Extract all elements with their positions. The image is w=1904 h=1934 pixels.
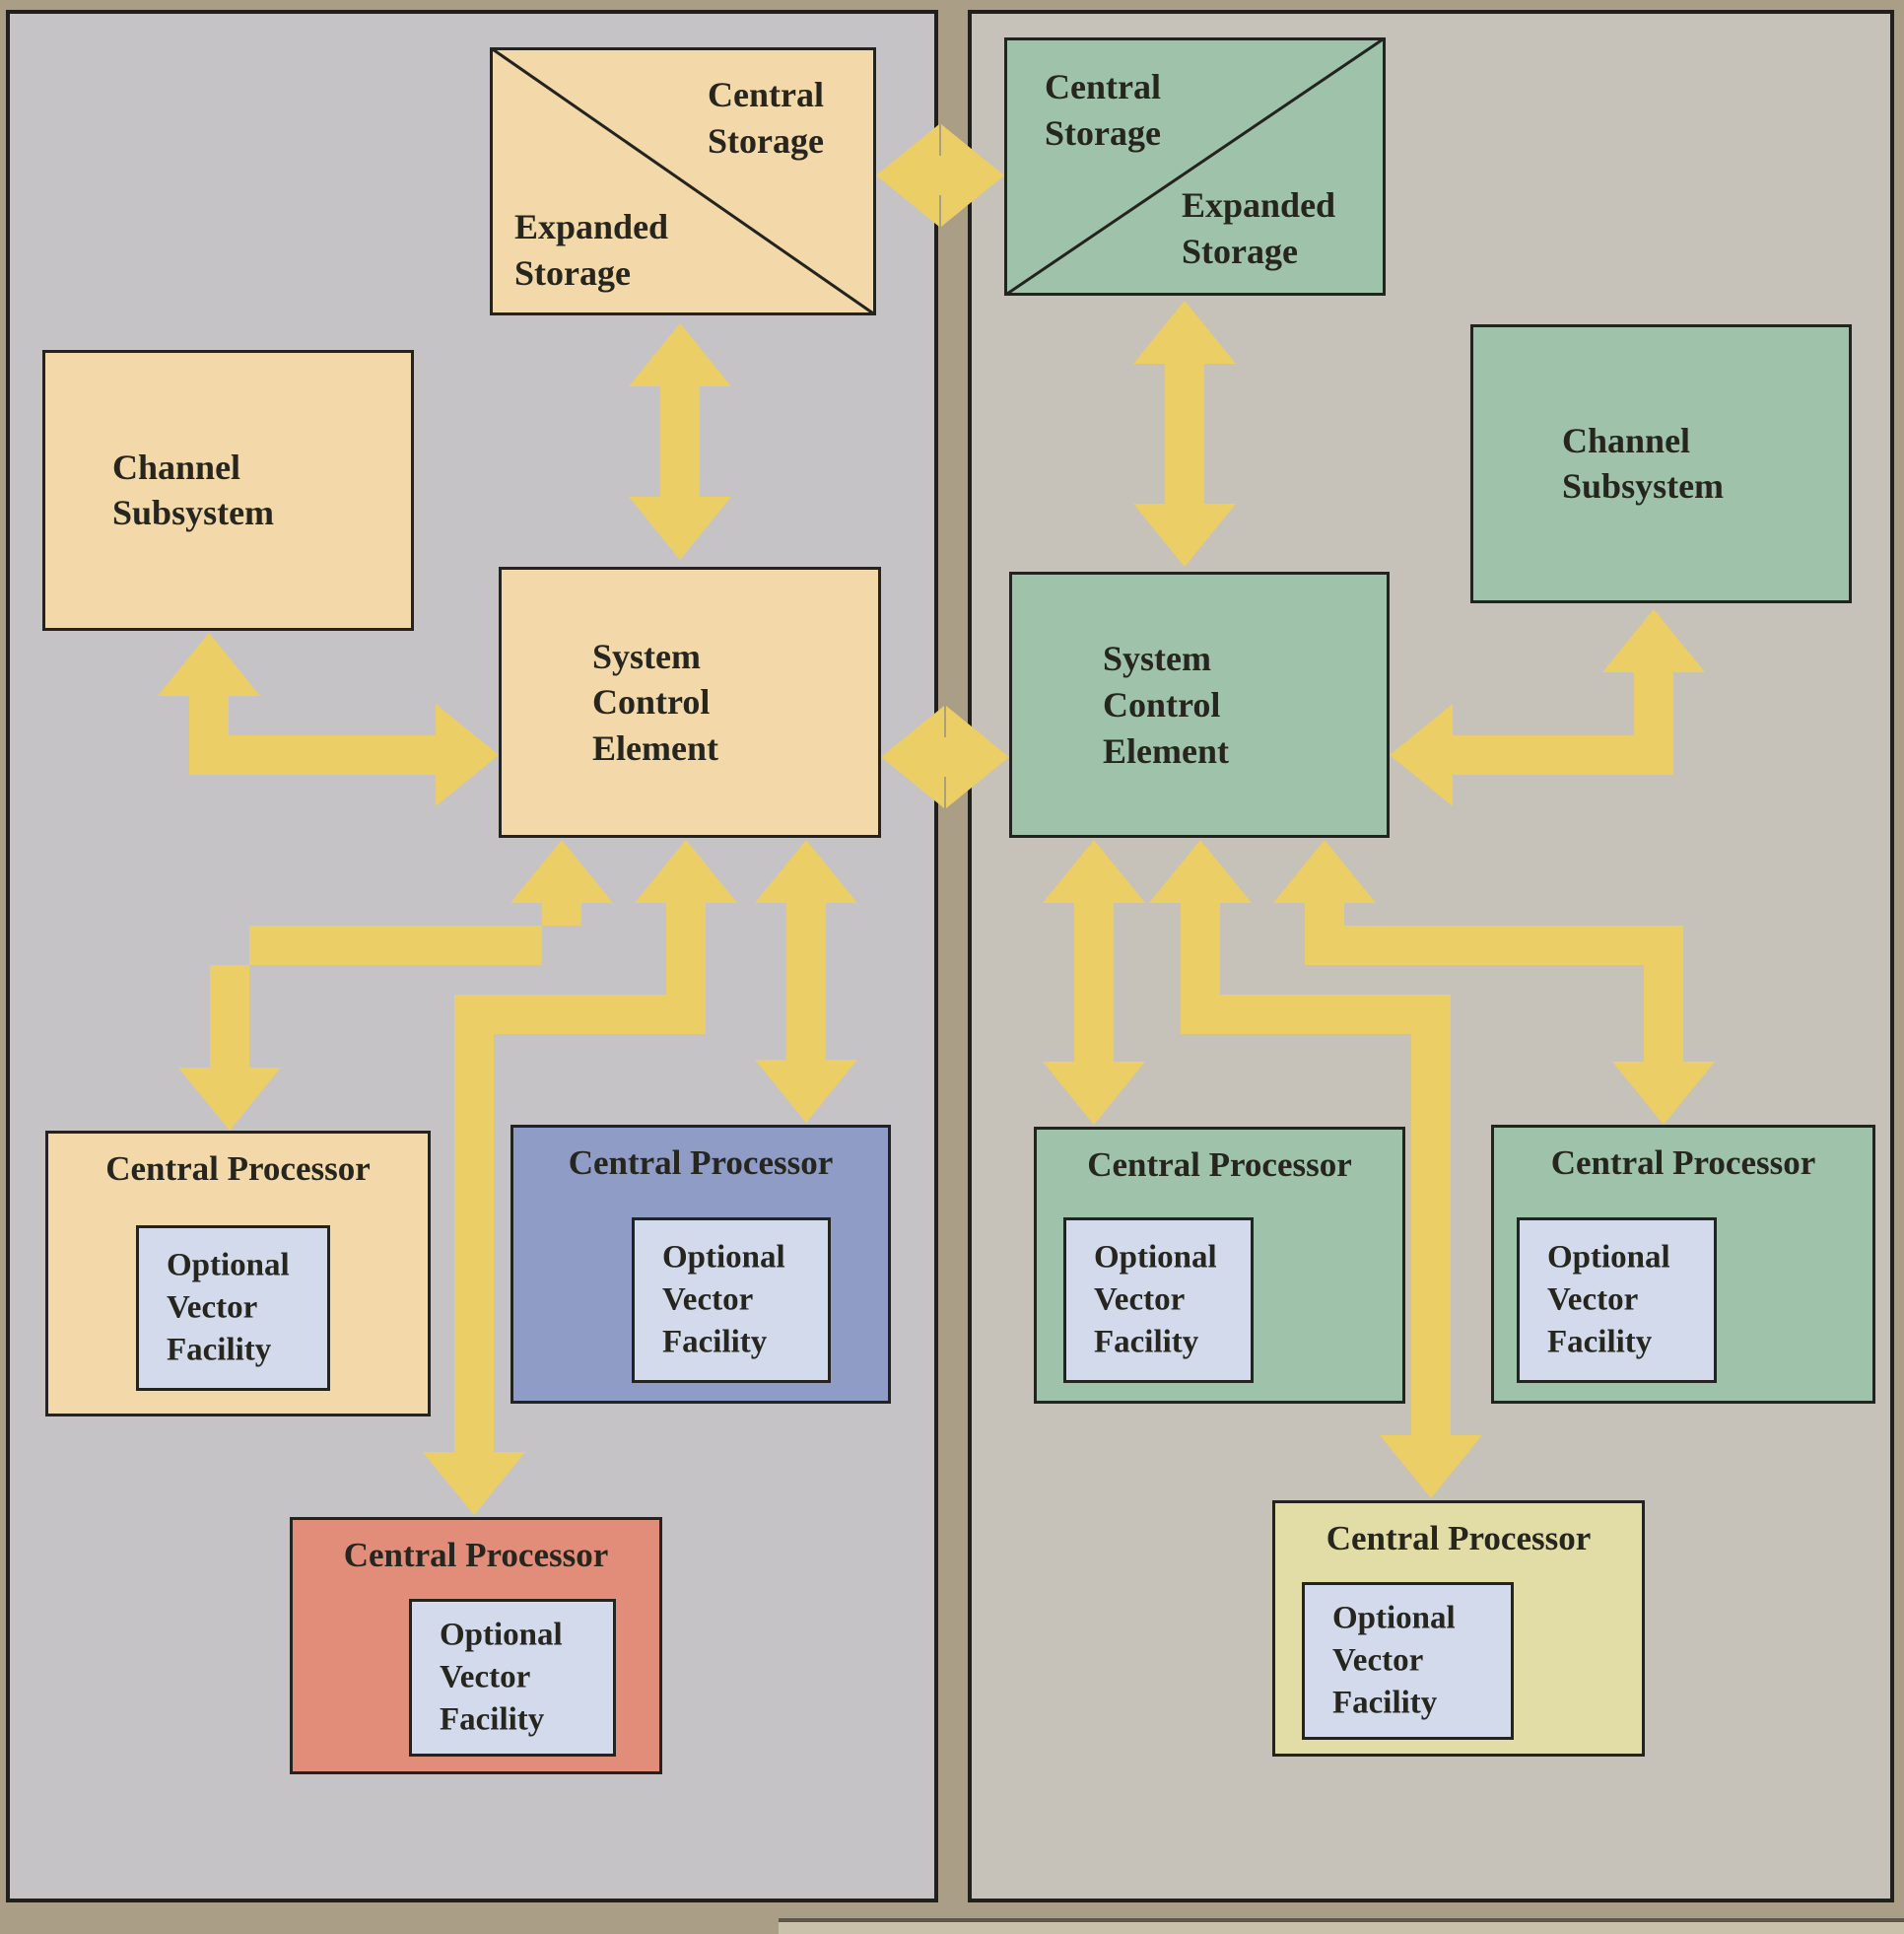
central-storage-label: Central Storage xyxy=(708,75,824,161)
page-edge xyxy=(779,1918,1904,1934)
central-processor-label: Central Processor xyxy=(105,1149,371,1188)
central-processor-label: Central Processor xyxy=(568,1143,834,1182)
optional-vector-facility-box: Optional Vector Facility xyxy=(1302,1582,1514,1740)
right-system-control-element-box: System Control Element xyxy=(1009,572,1390,838)
left-central-processor-3-box: Central Processor Optional Vector Facili… xyxy=(290,1517,662,1774)
storage-diagonal-divider xyxy=(490,47,876,315)
optional-vector-facility-box: Optional Vector Facility xyxy=(1063,1217,1254,1383)
central-storage-label: Central Storage xyxy=(1045,67,1161,153)
optional-vector-facility-box: Optional Vector Facility xyxy=(409,1599,616,1757)
system-control-element-label: System Control Element xyxy=(1103,638,1229,771)
right-central-processor-3-box: Central Processor Optional Vector Facili… xyxy=(1272,1500,1645,1757)
optional-vector-facility-box: Optional Vector Facility xyxy=(136,1225,330,1391)
left-central-processor-1-box: Central Processor Optional Vector Facili… xyxy=(45,1131,431,1416)
optional-vector-facility-label: Optional Vector Facility xyxy=(167,1247,290,1368)
left-system-control-element-box: System Control Element xyxy=(499,567,881,838)
storage-diagonal-divider xyxy=(1004,37,1386,296)
central-processor-label: Central Processor xyxy=(1550,1143,1816,1182)
right-central-processor-1-box: Central Processor Optional Vector Facili… xyxy=(1034,1127,1405,1404)
optional-vector-facility-box: Optional Vector Facility xyxy=(1517,1217,1717,1383)
central-processor-label: Central Processor xyxy=(343,1536,609,1574)
central-processor-label: Central Processor xyxy=(1087,1145,1352,1184)
expanded-storage-label: Expanded Storage xyxy=(514,207,669,294)
right-storage-box: Central Storage Expanded Storage xyxy=(1004,37,1386,296)
optional-vector-facility-label: Optional Vector Facility xyxy=(1547,1239,1670,1360)
channel-subsystem-label: Channel Subsystem xyxy=(1562,420,1725,507)
optional-vector-facility-box: Optional Vector Facility xyxy=(632,1217,831,1383)
left-central-processor-2-box: Central Processor Optional Vector Facili… xyxy=(510,1125,891,1404)
optional-vector-facility-label: Optional Vector Facility xyxy=(662,1239,785,1360)
optional-vector-facility-label: Optional Vector Facility xyxy=(440,1617,563,1738)
optional-vector-facility-label: Optional Vector Facility xyxy=(1332,1600,1456,1721)
system-control-element-label: System Control Element xyxy=(592,636,718,768)
channel-subsystem-label: Channel Subsystem xyxy=(112,447,275,533)
right-channel-subsystem-box: Channel Subsystem xyxy=(1470,324,1852,603)
expanded-storage-label: Expanded Storage xyxy=(1182,185,1336,272)
left-storage-box: Central Storage Expanded Storage xyxy=(490,47,876,315)
optional-vector-facility-label: Optional Vector Facility xyxy=(1094,1239,1217,1360)
left-channel-subsystem-box: Channel Subsystem xyxy=(42,350,414,631)
right-central-processor-2-box: Central Processor Optional Vector Facili… xyxy=(1491,1125,1875,1404)
central-processor-label: Central Processor xyxy=(1326,1519,1592,1557)
